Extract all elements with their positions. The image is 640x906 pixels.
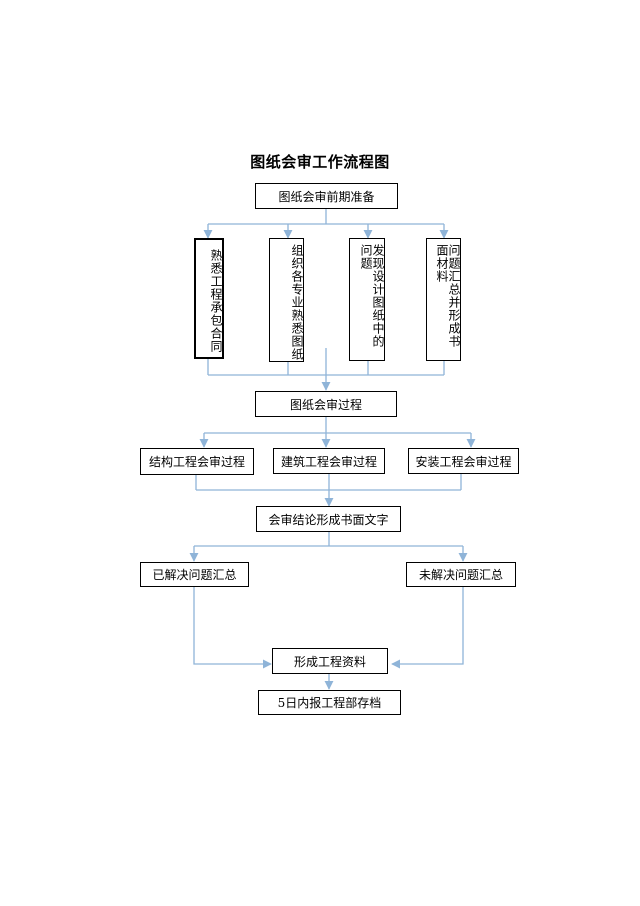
arrow-unresolved-to-records	[391, 587, 464, 669]
node-step2: 组织各专业熟悉图纸	[269, 238, 304, 362]
node-conclusion: 会审结论形成书面文字	[256, 506, 401, 532]
node-resolved: 已解决问题汇总	[140, 562, 249, 587]
node-process: 图纸会审过程	[255, 391, 397, 417]
diagram-title: 图纸会审工作流程图	[250, 153, 390, 171]
arrow-resolved-to-records	[193, 587, 272, 669]
node-report: 5日内报工程部存档	[258, 690, 401, 715]
node-step3: 发现设计图纸中的问题	[349, 238, 385, 361]
node-step4: 问题汇总并形成书面材料	[426, 238, 461, 361]
node-records: 形成工程资料	[272, 648, 388, 674]
node-step1: 熟悉工程承包合同	[194, 238, 224, 359]
node-prep: 图纸会审前期准备	[255, 183, 398, 209]
node-unresolved: 未解决问题汇总	[406, 562, 516, 587]
node-structure: 结构工程会审过程	[140, 448, 254, 475]
node-installation: 安装工程会审过程	[408, 448, 519, 474]
node-architecture: 建筑工程会审过程	[273, 448, 385, 474]
